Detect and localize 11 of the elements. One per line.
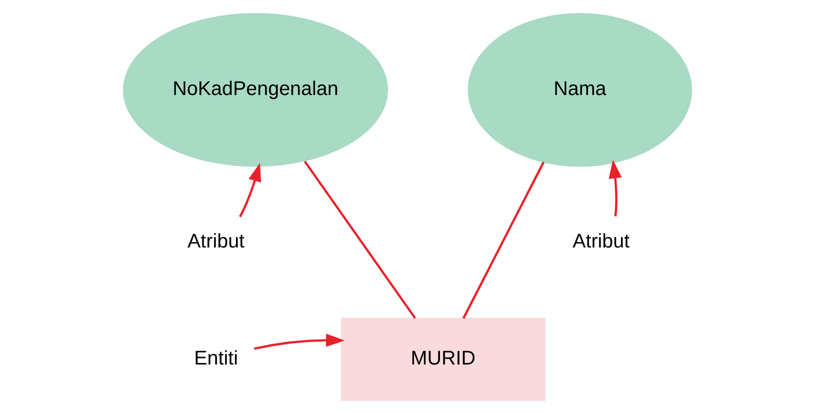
node-box: MURID [340, 318, 545, 401]
connector [462, 162, 544, 319]
connector [303, 160, 416, 319]
node-text: Entiti [194, 348, 238, 370]
node-ellipse: Nama [467, 13, 692, 167]
node-text: Atribut [572, 230, 630, 252]
node-ellipse: NoKadPengenalan [122, 13, 388, 167]
node-text: Atribut [187, 230, 244, 252]
arrow [238, 162, 261, 218]
arrow [253, 334, 344, 350]
arrow [608, 160, 622, 216]
